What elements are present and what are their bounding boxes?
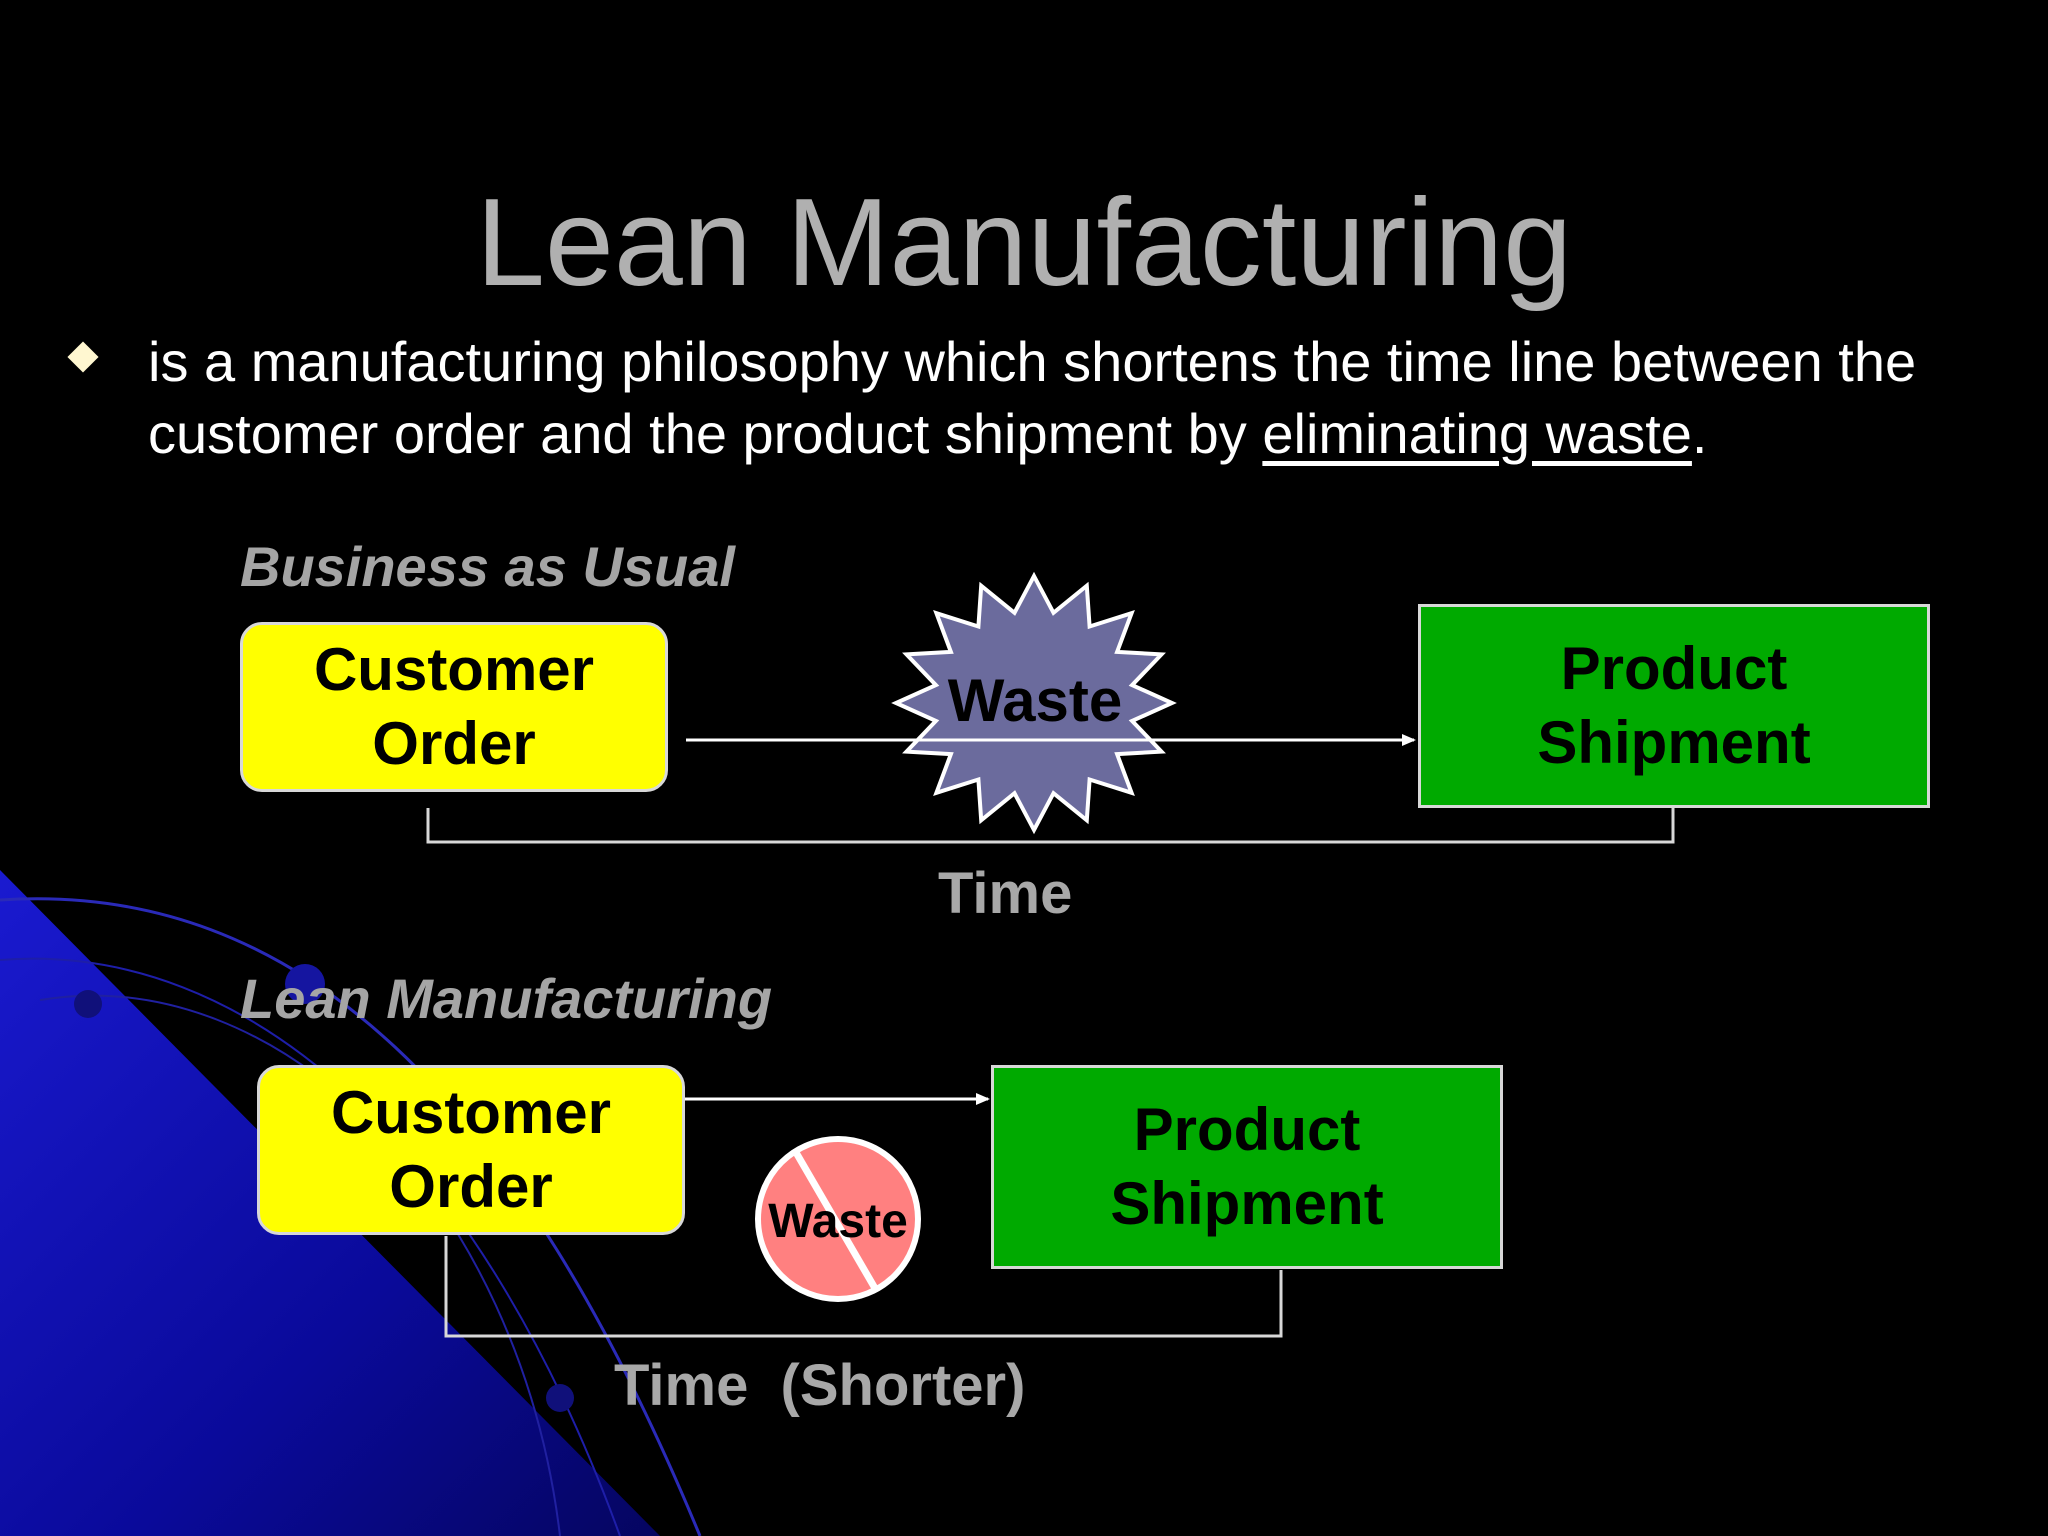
lean-time-bracket [444,1236,1283,1338]
box-label-line2: Order [389,1153,553,1220]
bullet-underlined: eliminating waste [1262,402,1692,465]
decor-dot [285,964,325,1004]
bullet-text: is a manufacturing philosophy which shor… [148,326,2008,470]
time-label: Time [938,861,1073,926]
box-label-line2: Shipment [1537,709,1811,776]
section-heading-lean-manufacturing: Lean Manufacturing [240,967,773,1030]
waste-burst-shape [891,571,1177,835]
waste-label: Waste [947,667,1123,734]
crossed-waste-slash [790,1147,880,1292]
customer-order-box: Customer Order [240,622,668,792]
time-shorter-label: Time (Shorter) [614,1353,1026,1418]
product-shipment-box: Product Shipment [991,1065,1503,1269]
box-label-line1: Customer [313,636,595,703]
box-label-line1: Customer [330,1079,612,1146]
crossed-waste-label: Waste [768,1195,908,1248]
decor-dot [546,1384,574,1412]
bullet-text-end: . [1691,402,1708,465]
bullet-text-main: is a manufacturing philosophy which shor… [148,330,1917,465]
customer-order-box: Customer Order [257,1065,685,1235]
product-shipment-box: Product Shipment [1418,604,1930,808]
box-label-line2: Order [372,710,536,777]
section-heading-business-as-usual: Business as Usual [240,535,735,598]
slide-title: Lean Manufacturing [475,174,1573,312]
box-label-line2: Shipment [1110,1170,1384,1237]
bau-time-bracket [426,808,1675,844]
box-label-line1: Product [1133,1096,1361,1163]
box-label-line1: Product [1560,635,1788,702]
decor-dot [74,990,102,1018]
swoosh-line [0,897,702,1536]
